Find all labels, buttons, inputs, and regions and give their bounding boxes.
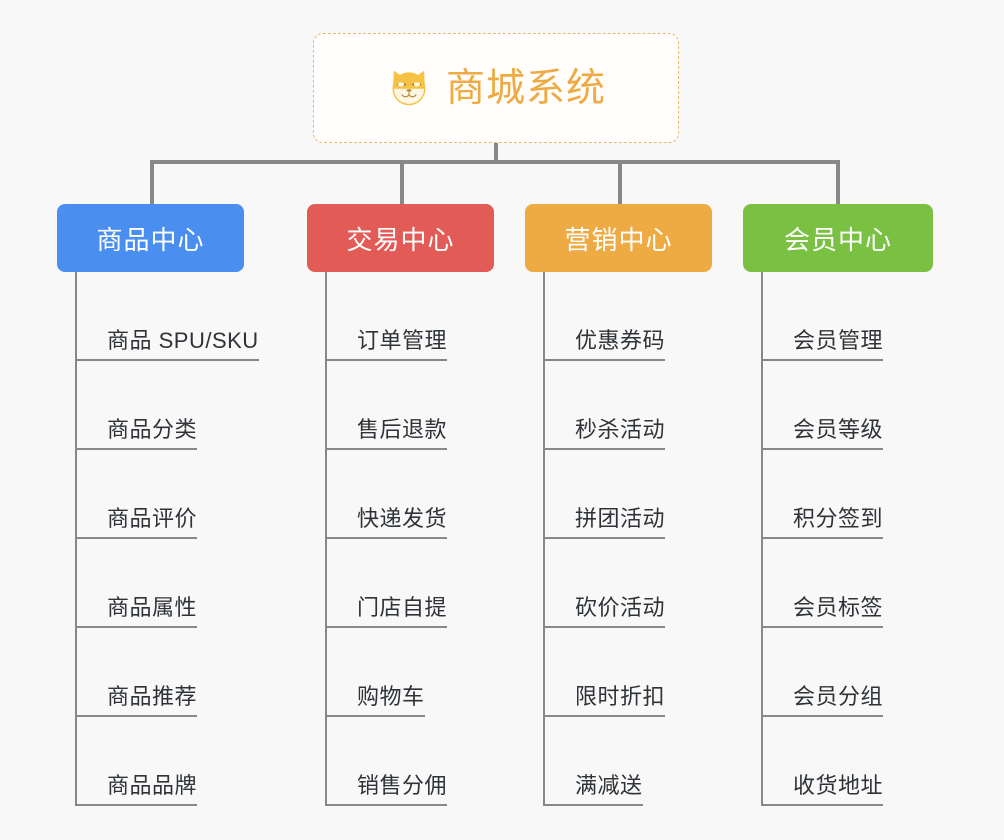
leaf-label: 秒杀活动 [575, 417, 666, 442]
leaf-list-product-center: 商品 SPU/SKU 商品分类 商品评价 商品属性 商品推荐 商品品牌 [75, 272, 307, 806]
leaf-underline [325, 359, 448, 361]
connector-drop-4 [836, 160, 840, 204]
leaf-label: 满减送 [575, 773, 643, 798]
leaf-underline [543, 448, 666, 450]
leaf-label: 限时折扣 [575, 684, 666, 709]
leaf-label: 销售分佣 [357, 773, 448, 798]
category-header-product-center[interactable]: 商品中心 [57, 204, 244, 272]
leaf-underline [75, 448, 198, 450]
list-item[interactable]: 商品分类 [75, 361, 307, 450]
leaf-label: 优惠券码 [575, 328, 666, 353]
leaf-underline [75, 715, 198, 717]
leaf-label: 商品评价 [107, 506, 198, 531]
list-item[interactable]: 会员分组 [761, 628, 961, 717]
list-item[interactable]: 商品推荐 [75, 628, 307, 717]
column-marketing-center: 营销中心 优惠券码 秒杀活动 拼团活动 砍价活动 限时折扣 满减送 [525, 204, 743, 806]
shiba-dog-face-icon [386, 65, 432, 111]
leaf-underline [543, 537, 666, 539]
list-item[interactable]: 销售分佣 [325, 717, 525, 806]
list-item[interactable]: 售后退款 [325, 361, 525, 450]
leaf-label: 砍价活动 [575, 595, 666, 620]
leaf-label: 商品推荐 [107, 684, 198, 709]
leaf-label: 商品属性 [107, 595, 198, 620]
leaf-underline [543, 715, 666, 717]
list-item[interactable]: 购物车 [325, 628, 525, 717]
leaf-underline [325, 537, 448, 539]
list-item[interactable]: 订单管理 [325, 272, 525, 361]
list-item[interactable]: 会员标签 [761, 539, 961, 628]
list-item[interactable]: 秒杀活动 [543, 361, 743, 450]
leaf-label: 收货地址 [793, 773, 884, 798]
category-label: 会员中心 [783, 224, 892, 255]
leaf-label: 快递发货 [357, 506, 448, 531]
leaf-underline [543, 359, 666, 361]
list-item[interactable]: 优惠券码 [543, 272, 743, 361]
list-item[interactable]: 收货地址 [761, 717, 961, 806]
leaf-underline [761, 448, 884, 450]
list-item[interactable]: 快递发货 [325, 450, 525, 539]
leaf-underline [761, 537, 884, 539]
list-item[interactable]: 商品 SPU/SKU [75, 272, 307, 361]
leaf-label: 会员等级 [793, 417, 884, 442]
connector-drop-2 [400, 160, 404, 204]
leaf-underline [325, 804, 448, 806]
root-node-mall-system[interactable]: 商城系统 [313, 33, 679, 143]
leaf-label: 商品品牌 [107, 773, 198, 798]
list-item[interactable]: 拼团活动 [543, 450, 743, 539]
leaf-label: 门店自提 [357, 595, 448, 620]
list-item[interactable]: 砍价活动 [543, 539, 743, 628]
category-label: 营销中心 [564, 224, 673, 255]
connector-drop-3 [618, 160, 622, 204]
connector-root-stem [494, 143, 498, 164]
column-product-center: 商品中心 商品 SPU/SKU 商品分类 商品评价 商品属性 商品推荐 商品品牌 [57, 204, 307, 806]
leaf-label: 会员标签 [793, 595, 884, 620]
leaf-underline [761, 804, 884, 806]
category-header-trade-center[interactable]: 交易中心 [307, 204, 494, 272]
column-member-center: 会员中心 会员管理 会员等级 积分签到 会员标签 会员分组 收货地址 [743, 204, 961, 806]
leaf-underline [325, 626, 448, 628]
list-item[interactable]: 商品属性 [75, 539, 307, 628]
leaf-underline [543, 804, 643, 806]
leaf-label: 拼团活动 [575, 506, 666, 531]
category-label: 商品中心 [96, 224, 205, 255]
list-item[interactable]: 商品品牌 [75, 717, 307, 806]
leaf-underline [325, 715, 425, 717]
list-item[interactable]: 满减送 [543, 717, 743, 806]
leaf-list-member-center: 会员管理 会员等级 积分签到 会员标签 会员分组 收货地址 [761, 272, 961, 806]
list-item[interactable]: 限时折扣 [543, 628, 743, 717]
leaf-underline [75, 359, 259, 361]
leaf-underline [325, 448, 448, 450]
category-label: 交易中心 [346, 224, 455, 255]
list-item[interactable]: 门店自提 [325, 539, 525, 628]
category-header-marketing-center[interactable]: 营销中心 [525, 204, 712, 272]
leaf-label: 商品分类 [107, 417, 198, 442]
leaf-label: 订单管理 [357, 328, 448, 353]
connector-drop-1 [150, 160, 154, 204]
leaf-label: 会员分组 [793, 684, 884, 709]
leaf-underline [761, 626, 884, 628]
leaf-list-marketing-center: 优惠券码 秒杀活动 拼团活动 砍价活动 限时折扣 满减送 [543, 272, 743, 806]
leaf-underline [761, 715, 884, 717]
leaf-underline [75, 804, 198, 806]
column-trade-center: 交易中心 订单管理 售后退款 快递发货 门店自提 购物车 销售分佣 [307, 204, 525, 806]
root-title: 商城系统 [445, 66, 606, 110]
list-item[interactable]: 会员等级 [761, 361, 961, 450]
list-item[interactable]: 积分签到 [761, 450, 961, 539]
category-header-member-center[interactable]: 会员中心 [743, 204, 933, 272]
leaf-label: 会员管理 [793, 328, 884, 353]
list-item[interactable]: 商品评价 [75, 450, 307, 539]
connector-horizontal-bar [150, 160, 840, 164]
leaf-label: 售后退款 [357, 417, 448, 442]
leaf-label: 积分签到 [793, 506, 884, 531]
leaf-underline [543, 626, 666, 628]
leaf-underline [761, 359, 884, 361]
leaf-underline [75, 626, 198, 628]
leaf-list-trade-center: 订单管理 售后退款 快递发货 门店自提 购物车 销售分佣 [325, 272, 525, 806]
list-item[interactable]: 会员管理 [761, 272, 961, 361]
leaf-label: 购物车 [357, 684, 425, 709]
leaf-label: 商品 SPU/SKU [107, 328, 259, 353]
leaf-underline [75, 537, 198, 539]
